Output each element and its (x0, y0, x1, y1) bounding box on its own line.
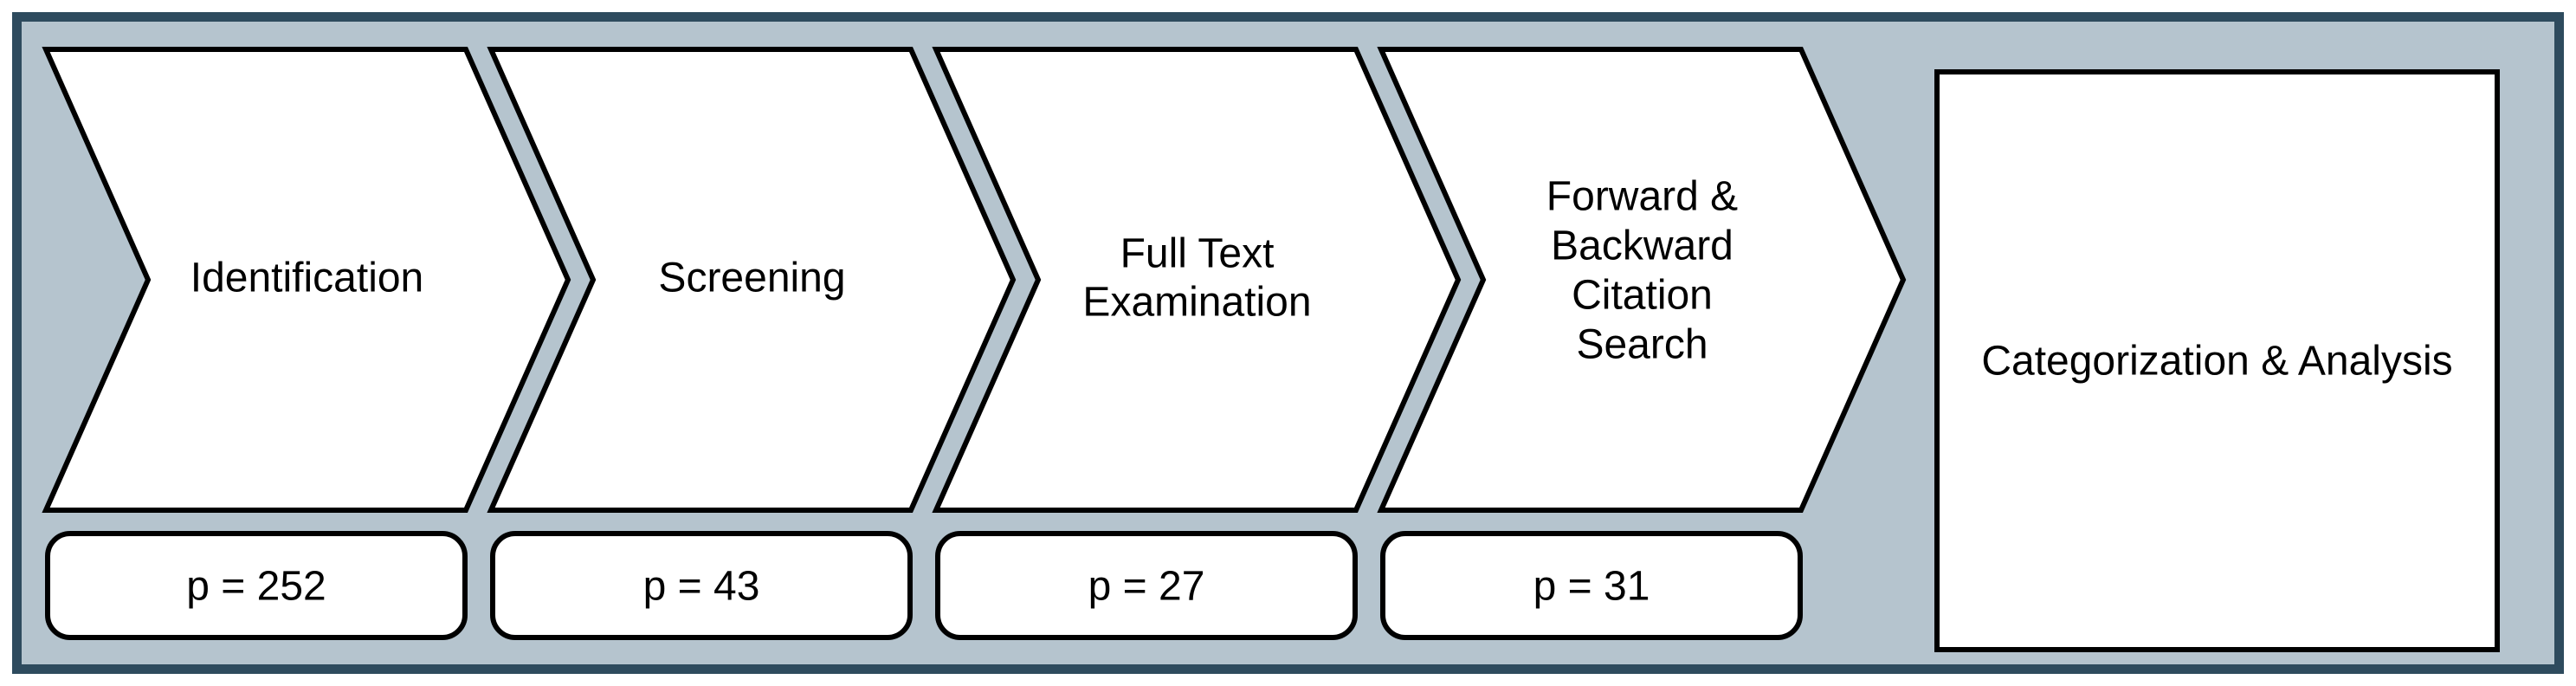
final-step-label: Categorization & Analysis (1981, 339, 2452, 385)
count-box-citation-search (1380, 531, 1803, 640)
count-box-full-text-examination (935, 531, 1358, 640)
count-label: p = 27 (1088, 564, 1205, 610)
chevron-shape-full-text-examination (932, 47, 1462, 513)
count-label: p = 43 (643, 564, 760, 610)
step-label-line: Backward (1551, 223, 1733, 269)
final-step-box (1934, 69, 2500, 652)
step-label: Screening (658, 256, 845, 301)
chevron-shape-identification (42, 47, 571, 513)
step-full-text-examination: Full Text Examination p = 27 (932, 47, 1462, 640)
count-box-identification (45, 531, 468, 640)
step-label: Identification (190, 256, 424, 301)
count-label: p = 252 (186, 564, 326, 610)
step-label-line: Examination (1082, 280, 1311, 326)
step-categorization-analysis: Categorization & Analysis (1934, 69, 2500, 652)
chevron-shape-citation-search (1377, 47, 1907, 513)
step-label-line: Full Text (1120, 231, 1275, 277)
step-identification: Identification p = 252 (42, 47, 571, 640)
count-label: p = 31 (1533, 564, 1650, 610)
count-box-screening (490, 531, 913, 640)
step-citation-search: Forward & Backward Citation Search p = 3… (1377, 47, 1907, 640)
chevron-shape-screening (487, 47, 1017, 513)
step-label-line: Citation (1572, 273, 1713, 319)
step-label-line: Search (1576, 322, 1708, 368)
step-screening: Screening p = 43 (487, 47, 1017, 640)
step-label-line: Forward & (1546, 174, 1738, 220)
